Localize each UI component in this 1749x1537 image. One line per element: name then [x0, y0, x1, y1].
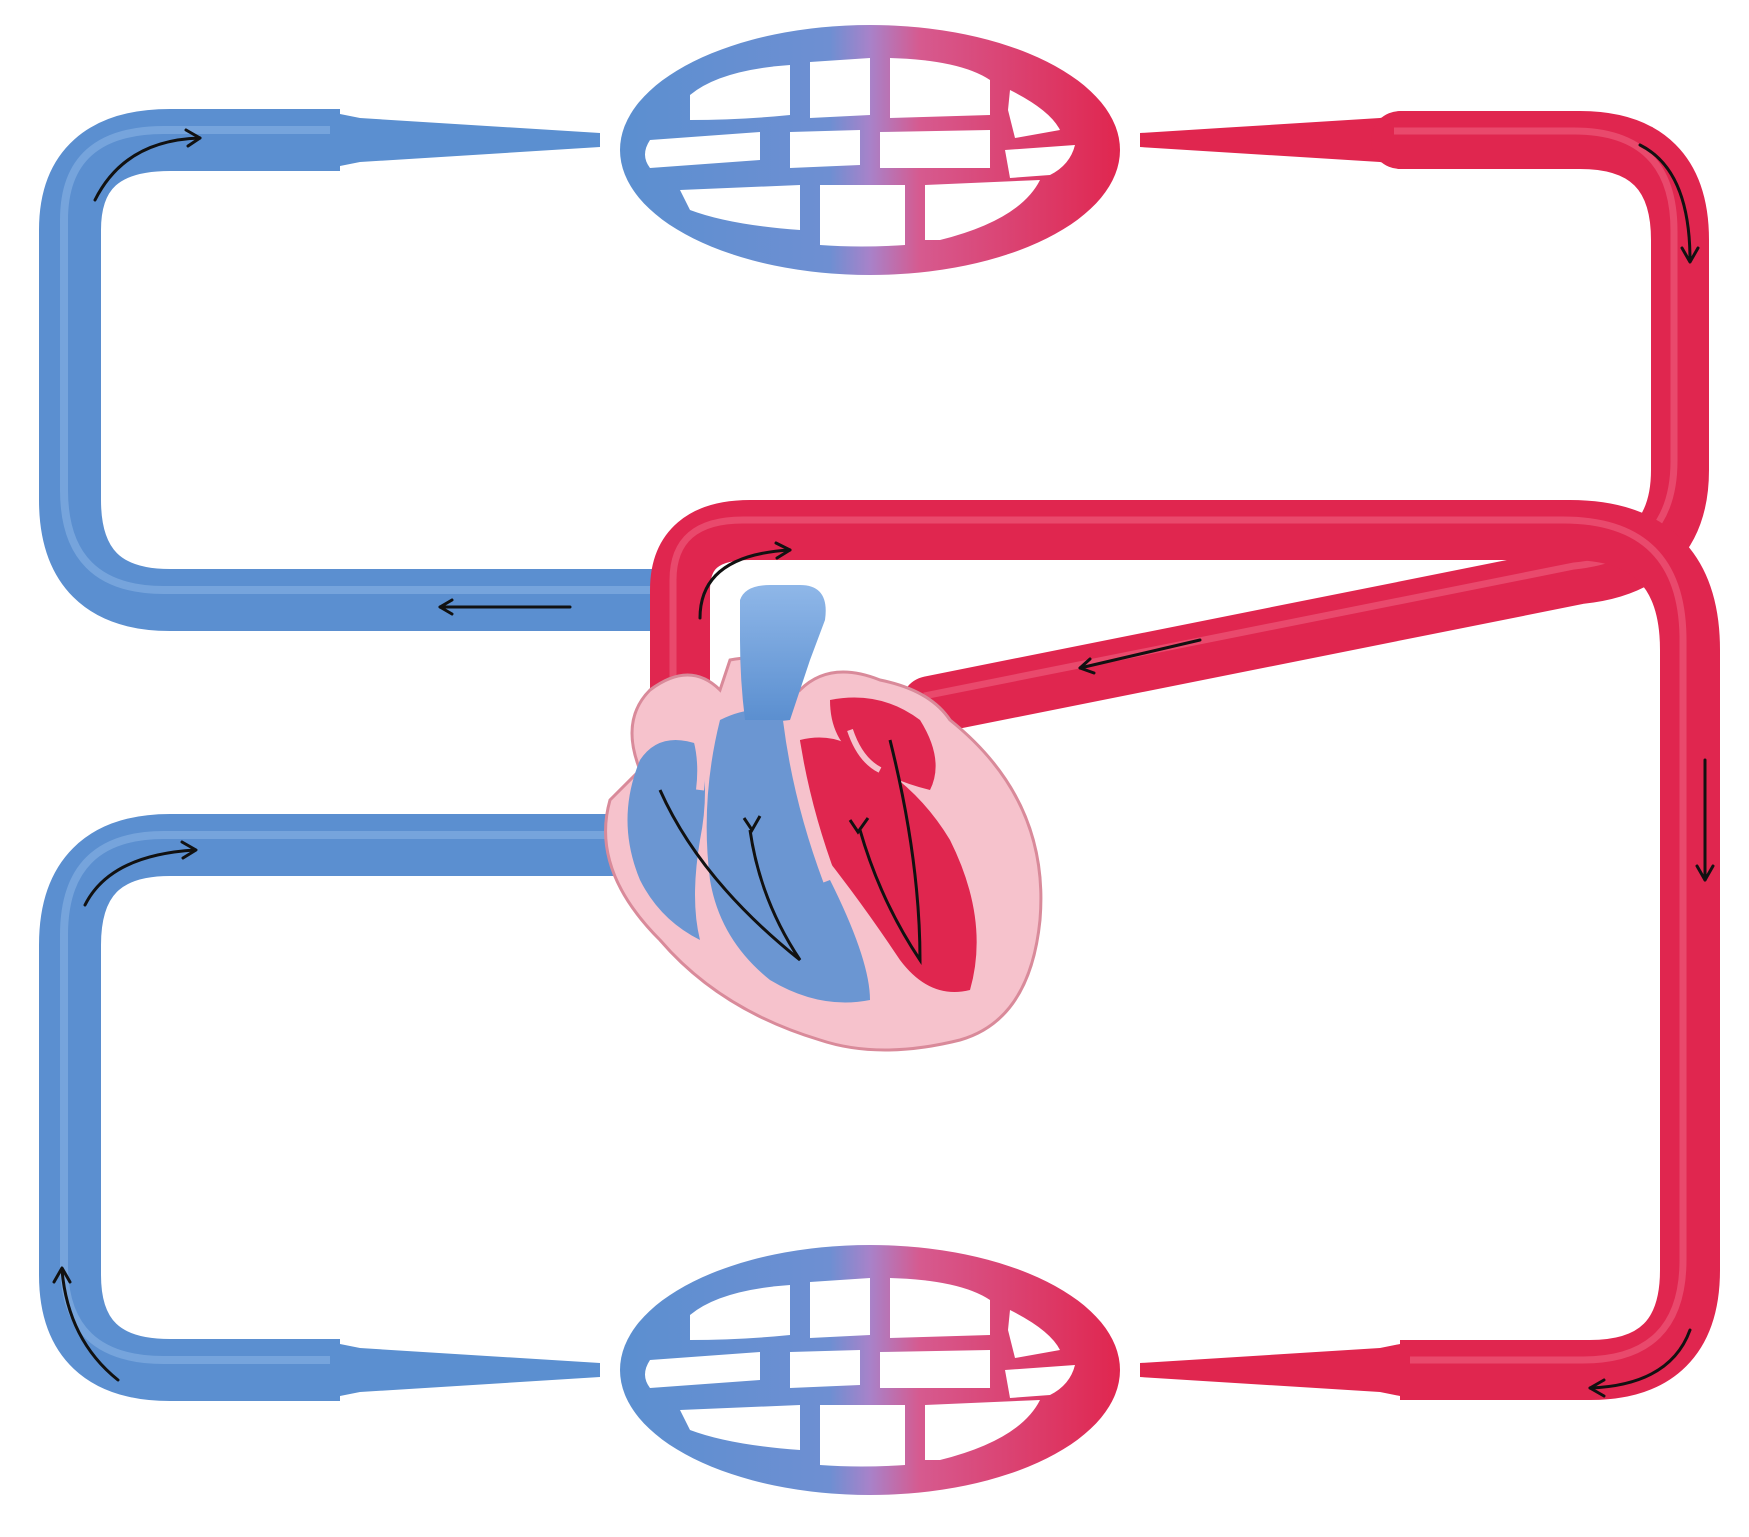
deoxygenated-vessels [64, 112, 660, 1398]
capillary-network-icon [618, 23, 1122, 277]
pulmonary-artery-loop [70, 140, 660, 600]
vena-cava-loop [70, 845, 620, 1370]
capillary-network-icon [620, 1245, 1120, 1495]
